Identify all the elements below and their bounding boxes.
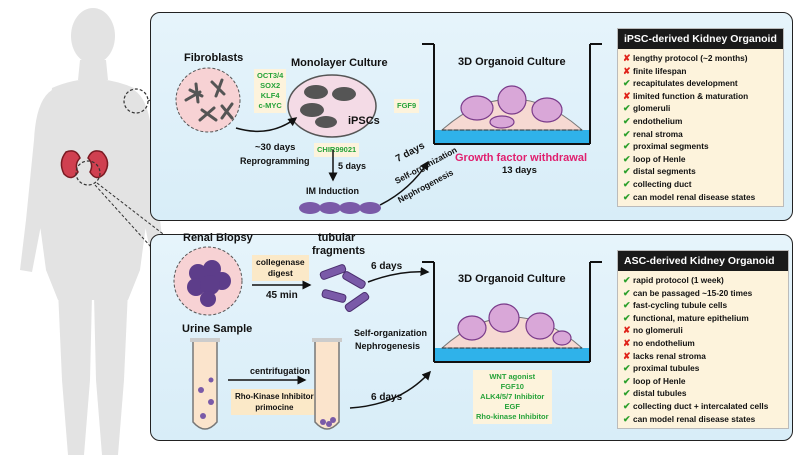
ipsc-item-8: ✔loop of Henle [623, 153, 686, 164]
ipsc-info-box: iPSC-derived Kidney Organoid ✘lengthy pr… [617, 28, 784, 208]
asc-info-title: ASC-derived Kidney Organoid [618, 251, 788, 271]
asc-item-10: ✔collecting duct + intercalated cells [623, 400, 769, 411]
ipsc-item-3: ✘limited function & maturation [623, 90, 749, 101]
factor-sox2: SOX2 [260, 81, 281, 90]
factor-oct34: OCT3/4 [257, 71, 284, 80]
ipsc-info-title: iPSC-derived Kidney Organoid [618, 29, 783, 49]
fragments-label: fragments [312, 245, 366, 257]
centrifuged-tube [312, 338, 342, 430]
growth-factor-withdrawal: Growth factor withdrawal [455, 152, 588, 164]
asc-item-11: ✔can model renal disease states [623, 413, 756, 424]
six-days-b: 6 days [371, 392, 403, 403]
fgf9-label: FGF9 [394, 99, 420, 113]
asc-item-6: ✘lacks renal stroma [623, 350, 706, 361]
digest-text: digest [267, 268, 293, 278]
renal-biopsy-label: Renal Biopsy [183, 232, 253, 244]
urine-sample-label: Urine Sample [182, 323, 253, 335]
factor-alk: ALK4/5/7 Inhibitor [480, 392, 545, 401]
ipsc-item-2: ✔recapitulates development [623, 78, 738, 89]
factor-egf: EGF [504, 402, 520, 411]
urine-tube [190, 338, 220, 430]
ipsc-item-11: ✔can model renal disease states [623, 191, 756, 202]
asc-item-0: ✔rapid protocol (1 week) [623, 275, 724, 285]
asc-growth-factors: WNT agonist FGF10 ALK4/5/7 Inhibitor EGF… [473, 370, 552, 424]
tubular-fragments [319, 264, 370, 313]
reprogramming-factors: OCT3/4 SOX2 KLF4 c-MYC [254, 69, 287, 113]
culture-label-bottom: 3D Organoid Culture [458, 273, 566, 285]
collagenase-text: collegenase [256, 257, 305, 267]
factor-klf4: KLF4 [260, 91, 280, 100]
im-induction-label: IM Induction [306, 186, 359, 196]
ipsc-item-6: ✔renal stroma [623, 128, 683, 139]
centrifugation-label: centrifugation [250, 366, 310, 376]
asc-item-8: ✔loop of Henle [623, 375, 686, 386]
im-cells [299, 202, 381, 214]
collagenase-box: collegenase digest [252, 255, 309, 281]
six-days-a: 6 days [371, 261, 403, 272]
ipsc-item-10: ✔collecting duct [623, 178, 692, 189]
ipsc-item-4: ✔glomeruli [623, 103, 671, 114]
asc-item-7: ✔proximal tubules [623, 363, 700, 374]
asc-info-box: ASC-derived Kidney Organoid ✔rapid proto… [617, 250, 789, 430]
asc-item-2: ✔fast-cycling tubule cells [623, 300, 728, 311]
ipsc-item-5: ✔endothelium [623, 115, 683, 126]
chir-label: CHIR99021 [314, 143, 360, 157]
ipsc-item-7: ✔proximal segments [623, 141, 709, 152]
thirteen-days: 13 days [502, 165, 537, 176]
ipscs-label: iPSCs [348, 115, 380, 127]
ipsc-item-9: ✔distal segments [623, 166, 696, 177]
tubular-label: tubular [318, 232, 356, 244]
factor-rock: Rho-kinase Inhibitor [476, 412, 549, 421]
asc-item-4: ✘no glomeruli [623, 325, 683, 336]
biopsy-circle [173, 246, 243, 316]
reprog-days: ~30 days [255, 142, 296, 153]
factor-fgf10: FGF10 [500, 382, 524, 391]
monolayer-dish [287, 74, 377, 138]
self-organization-bottom: Self-organization [354, 328, 428, 338]
asc-item-5: ✘no endothelium [623, 337, 695, 348]
organoid-well-bottom [422, 261, 602, 363]
nephrogenesis-bottom: Nephrogenesis [355, 341, 421, 351]
fibroblast-circle [175, 67, 241, 133]
organoid-well-top [422, 43, 602, 145]
asc-item-9: ✔distal tubules [623, 388, 687, 399]
culture-label-top: 3D Organoid Culture [458, 56, 566, 68]
ipsc-item-1: ✘finite lifespan [623, 65, 687, 76]
reprogramming-label: Reprogramming [240, 156, 310, 166]
rock-inhibitor-text: Rho-Kinase Inhibitor [235, 392, 314, 401]
ipsc-item-0: ✘lengthy protocol (~2 months) [623, 53, 748, 63]
monolayer-label: Monolayer Culture [291, 57, 388, 69]
factor-cmyc: c-MYC [258, 101, 282, 110]
five-days: 5 days [338, 161, 367, 171]
urine-reagents-box: Rho-Kinase Inhibitor primocine [231, 389, 318, 415]
kidney-icons [60, 150, 109, 179]
primocine-text: primocine [255, 403, 294, 412]
asc-item-1: ✔can be passaged ~15-20 times [623, 287, 753, 298]
factor-wnt: WNT agonist [489, 372, 536, 381]
forty-five-min: 45 min [266, 290, 298, 301]
fibroblasts-label: Fibroblasts [184, 52, 244, 64]
asc-item-3: ✔functional, mature epithelium [623, 312, 749, 323]
